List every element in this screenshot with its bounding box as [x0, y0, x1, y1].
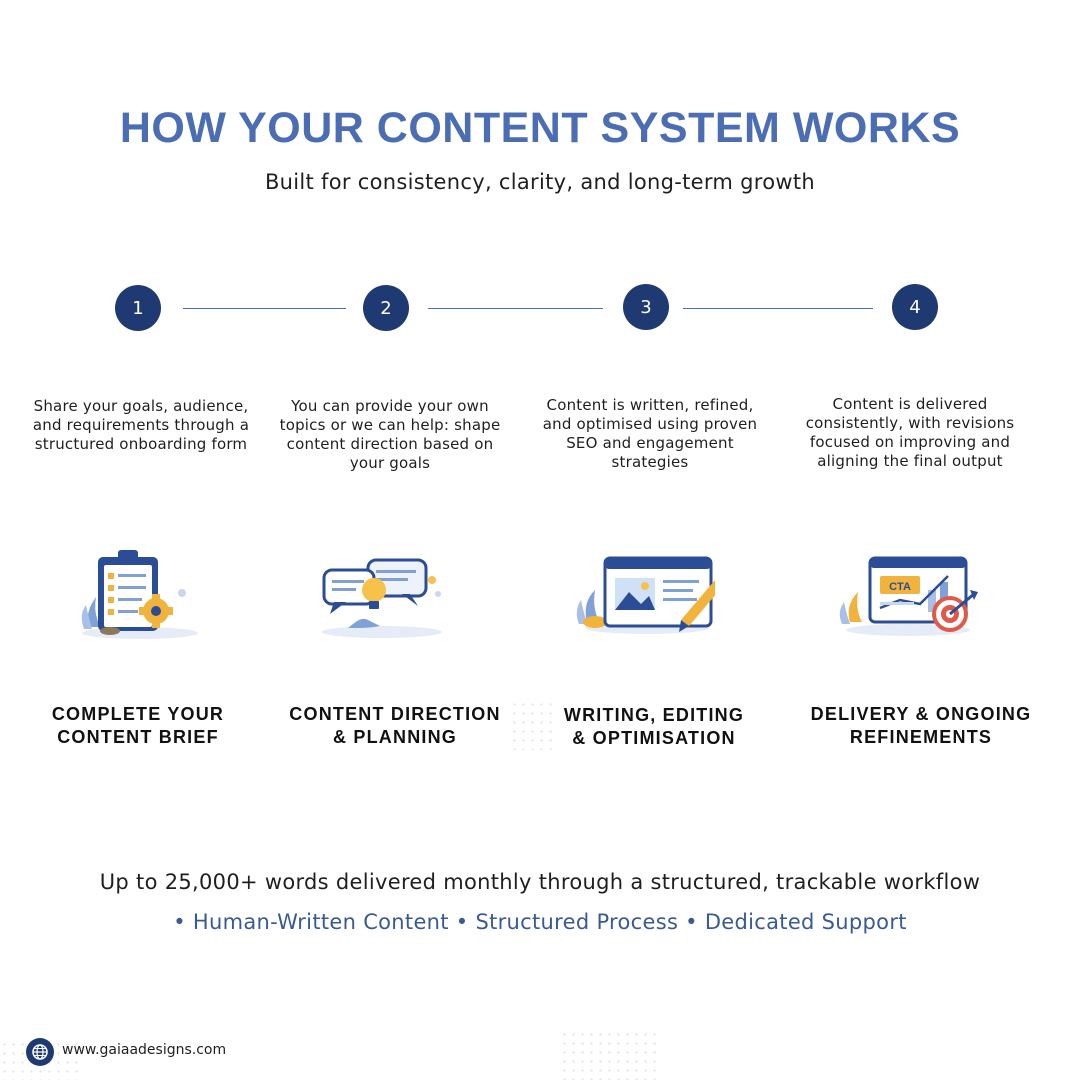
- step-2-number: 2: [363, 285, 409, 331]
- step-3-title: WRITING, EDITING & OPTIMISATION: [563, 705, 745, 748]
- connector-line-2: [428, 308, 603, 309]
- connector-line-1: [183, 308, 346, 309]
- page-subtitle: Built for consistency, clarity, and long…: [264, 170, 816, 194]
- summary-text: Up to 25,000+ words delivered monthly th…: [99, 870, 981, 894]
- step-1-number: 1: [115, 285, 161, 331]
- chat-bubbles-lightbulb-icon: [322, 558, 442, 638]
- step-4-description: Content is delivered consistently, with …: [805, 395, 1015, 470]
- website-link[interactable]: www.gaiaadesigns.com: [62, 1042, 227, 1058]
- browser-pencil-icon: [576, 556, 715, 634]
- step-1-description: Share your goals, audience, and requirem…: [32, 397, 250, 453]
- globe-icon: [26, 1038, 54, 1066]
- page-title: HOW YOUR CONTENT SYSTEM WORKS: [119, 104, 961, 152]
- connector-line-3: [683, 308, 873, 309]
- step-3-description: Content is written, refined, and optimis…: [542, 396, 758, 471]
- clipboard-checklist-icon: [81, 550, 198, 639]
- step-2-title: CONTENT DIRECTION & PLANNING: [289, 704, 501, 747]
- feature-list: • Human-Written Content • Structured Pro…: [173, 910, 907, 934]
- cta-target-icon: CTA: [839, 556, 978, 636]
- step-2-description: You can provide your own topics or we ca…: [279, 397, 501, 472]
- dot-pattern: [560, 1030, 660, 1080]
- dot-pattern: [510, 700, 555, 750]
- step-1-title: COMPLETE YOUR CONTENT BRIEF: [51, 704, 225, 747]
- cta-label: CTA: [889, 581, 911, 593]
- step-3-number: 3: [623, 284, 669, 330]
- step-4-title: DELIVERY & ONGOING REFINEMENTS: [810, 704, 1032, 747]
- step-4-number: 4: [892, 284, 938, 330]
